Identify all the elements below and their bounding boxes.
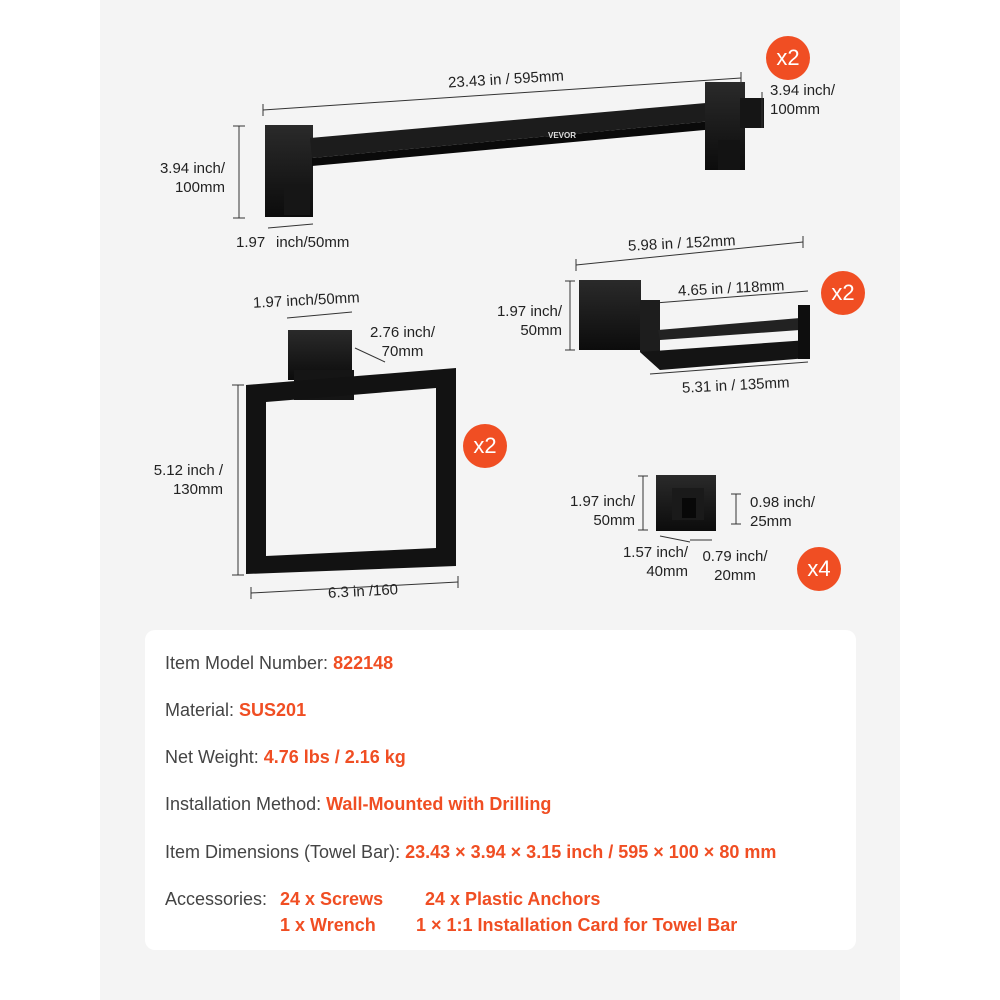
spec-value: SUS201 xyxy=(239,700,307,720)
spec-net-weight: Net Weight: 4.76 lbs / 2.16 kg xyxy=(165,746,406,768)
towel-bar-base-width-value: 1.97 xyxy=(236,234,266,251)
spec-material: Material: SUS201 xyxy=(165,699,306,721)
paper-holder-image xyxy=(579,280,810,370)
towel-ring-width: 6.3 in /160 xyxy=(327,581,399,602)
accessory-item: 1 x Wrench xyxy=(280,915,376,935)
paper-holder-height: 1.97 inch/ 50mm xyxy=(496,303,562,339)
spec-value: 822148 xyxy=(333,653,394,673)
towel-bar-height: 3.94 inch/ 100mm xyxy=(159,160,225,196)
quantity-badge-towel-bar: x2 xyxy=(766,36,810,80)
spec-value: 23.43 × 3.94 × 3.15 inch / 595 × 100 × 8… xyxy=(405,842,777,862)
specs-card: Item Model Number: 822148 Material: SUS2… xyxy=(145,630,856,950)
towel-ring-height: 5.12 inch / 130mm xyxy=(153,462,223,498)
towel-bar-projection: 3.94 inch/ 100mm xyxy=(770,82,836,118)
towel-bar-base-width-unit: inch/50mm xyxy=(276,234,350,251)
towel-bar-image xyxy=(265,82,764,217)
spec-label: Installation Method: xyxy=(165,794,327,814)
accessories-label: Accessories: xyxy=(165,889,268,909)
quantity-badge-robe-hook: x4 xyxy=(797,547,841,591)
dimension-lines xyxy=(232,72,809,599)
accessory-item: 1 × 1:1 Installation Card for Towel Bar xyxy=(416,915,738,935)
robe-hook-height: 1.97 inch/ 50mm xyxy=(569,493,635,529)
spec-installation-method: Installation Method: Wall-Mounted with D… xyxy=(165,793,551,815)
towel-ring-image xyxy=(246,330,456,574)
spec-label: Item Dimensions (Towel Bar): xyxy=(165,842,406,862)
robe-hook-hook-height: 0.98 inch/ 25mm xyxy=(750,494,816,530)
robe-hook-depth: 1.57 inch/ 40mm xyxy=(622,544,688,580)
brand-logo: VEVOR xyxy=(548,131,576,140)
robe-hook-image xyxy=(656,475,716,531)
spec-model-number: Item Model Number: 822148 xyxy=(165,652,393,674)
robe-hook-hook-depth: 0.79 inch/ 20mm xyxy=(702,548,768,584)
accessory-item: 24 x Plastic Anchors xyxy=(425,889,601,909)
spec-item-dimensions: Item Dimensions (Towel Bar): 23.43 × 3.9… xyxy=(165,841,776,863)
quantity-badge-towel-ring: x2 xyxy=(463,424,507,468)
spec-value: 4.76 lbs / 2.16 kg xyxy=(263,747,406,767)
towel-ring-projection: 2.76 inch/ 70mm xyxy=(370,324,436,360)
spec-label: Material: xyxy=(165,700,240,720)
spec-value: Wall-Mounted with Drilling xyxy=(326,794,552,814)
spec-label: Net Weight: xyxy=(165,747,264,767)
spec-label: Item Model Number: xyxy=(165,653,334,673)
quantity-badge-paper-holder: x2 xyxy=(821,271,865,315)
accessory-item: 24 x Screws xyxy=(280,889,384,909)
